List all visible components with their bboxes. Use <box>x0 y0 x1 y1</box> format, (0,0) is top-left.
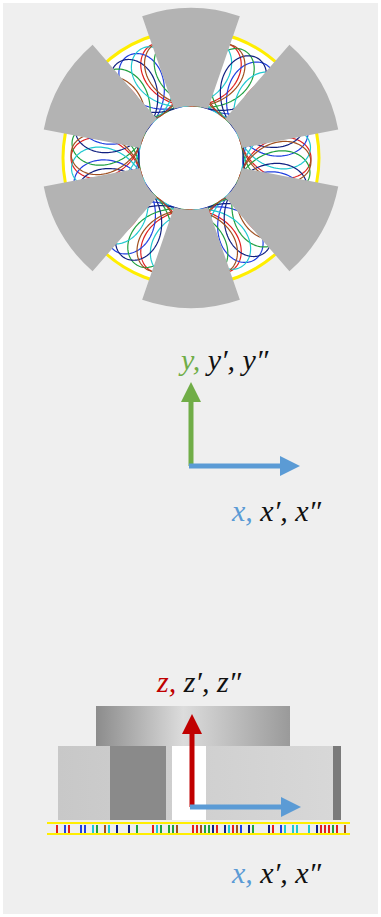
plane-line <box>47 833 350 835</box>
orbit-tick <box>308 825 310 833</box>
orbit-tick <box>232 825 234 833</box>
orbit-tick <box>116 825 118 833</box>
pole-edge <box>333 746 341 820</box>
orbit-tick <box>204 825 206 833</box>
top-view <box>44 8 338 308</box>
orbit-tick <box>128 825 130 833</box>
pole-sector <box>142 8 240 109</box>
orbit-tick <box>272 825 274 833</box>
axis-label: x, x′, x″ <box>232 496 321 526</box>
orbit-tick <box>332 825 334 833</box>
orbit-tick <box>56 825 58 833</box>
top-axes <box>189 392 290 466</box>
orbit-tick <box>268 825 270 833</box>
axis-label: x, x′, x″ <box>232 858 321 888</box>
orbit-tick <box>212 825 214 833</box>
orbit-tick <box>136 825 138 833</box>
orbit-tick <box>156 825 158 833</box>
orbit-tick <box>280 825 282 833</box>
orbit-tick <box>316 825 318 833</box>
plane-line <box>47 822 350 824</box>
orbit-tick <box>296 825 298 833</box>
pole-block <box>58 746 341 820</box>
orbit-tick <box>284 825 286 833</box>
side-axes <box>190 724 291 807</box>
orbit-tick <box>104 825 106 833</box>
orbit-tick <box>344 825 346 833</box>
pole-sector <box>225 168 338 271</box>
orbit-tick <box>176 825 178 833</box>
orbit-tick <box>68 825 70 833</box>
orbit-tick <box>292 825 294 833</box>
orbit-tick <box>324 825 326 833</box>
axis-label: z, z′, z″ <box>157 667 241 697</box>
orbit-tick <box>328 825 330 833</box>
orbit-tick <box>240 825 242 833</box>
orbit-tick <box>160 825 162 833</box>
orbit-tick <box>80 825 82 833</box>
orbit-tick <box>200 825 202 833</box>
orbit-ticks <box>56 825 346 833</box>
pole-sector <box>142 207 240 308</box>
pole-sector <box>225 45 338 148</box>
orbit-tick <box>236 825 238 833</box>
orbit-tick <box>196 825 198 833</box>
orbit-tick <box>84 825 86 833</box>
orbit-tick <box>152 825 154 833</box>
orbit-tick <box>64 825 66 833</box>
orbit-tick <box>216 825 218 833</box>
orbit-tick <box>96 825 98 833</box>
orbit-tick <box>248 825 250 833</box>
orbit-tick <box>252 825 254 833</box>
background-panel <box>3 3 378 914</box>
orbit-tick <box>224 825 226 833</box>
orbit-tick <box>108 825 110 833</box>
x-axis <box>189 464 290 469</box>
x-axis <box>190 805 291 810</box>
pole-sector <box>44 45 157 148</box>
pole-dark <box>110 746 166 820</box>
y-axis <box>189 392 194 466</box>
center-hole <box>147 114 235 202</box>
side-view <box>47 706 350 834</box>
orbit-tick <box>228 825 230 833</box>
orbit-tick <box>172 825 174 833</box>
orbit-tick <box>92 825 94 833</box>
pole-sector <box>44 168 157 271</box>
orbit-tick <box>192 825 194 833</box>
z-axis <box>190 724 195 807</box>
orbit-tick <box>320 825 322 833</box>
pole-sectors <box>44 8 338 308</box>
orbit-tick <box>168 825 170 833</box>
orbit-tick <box>208 825 210 833</box>
orbit-tick <box>336 825 338 833</box>
axis-label: y, y′, y″ <box>181 345 268 375</box>
